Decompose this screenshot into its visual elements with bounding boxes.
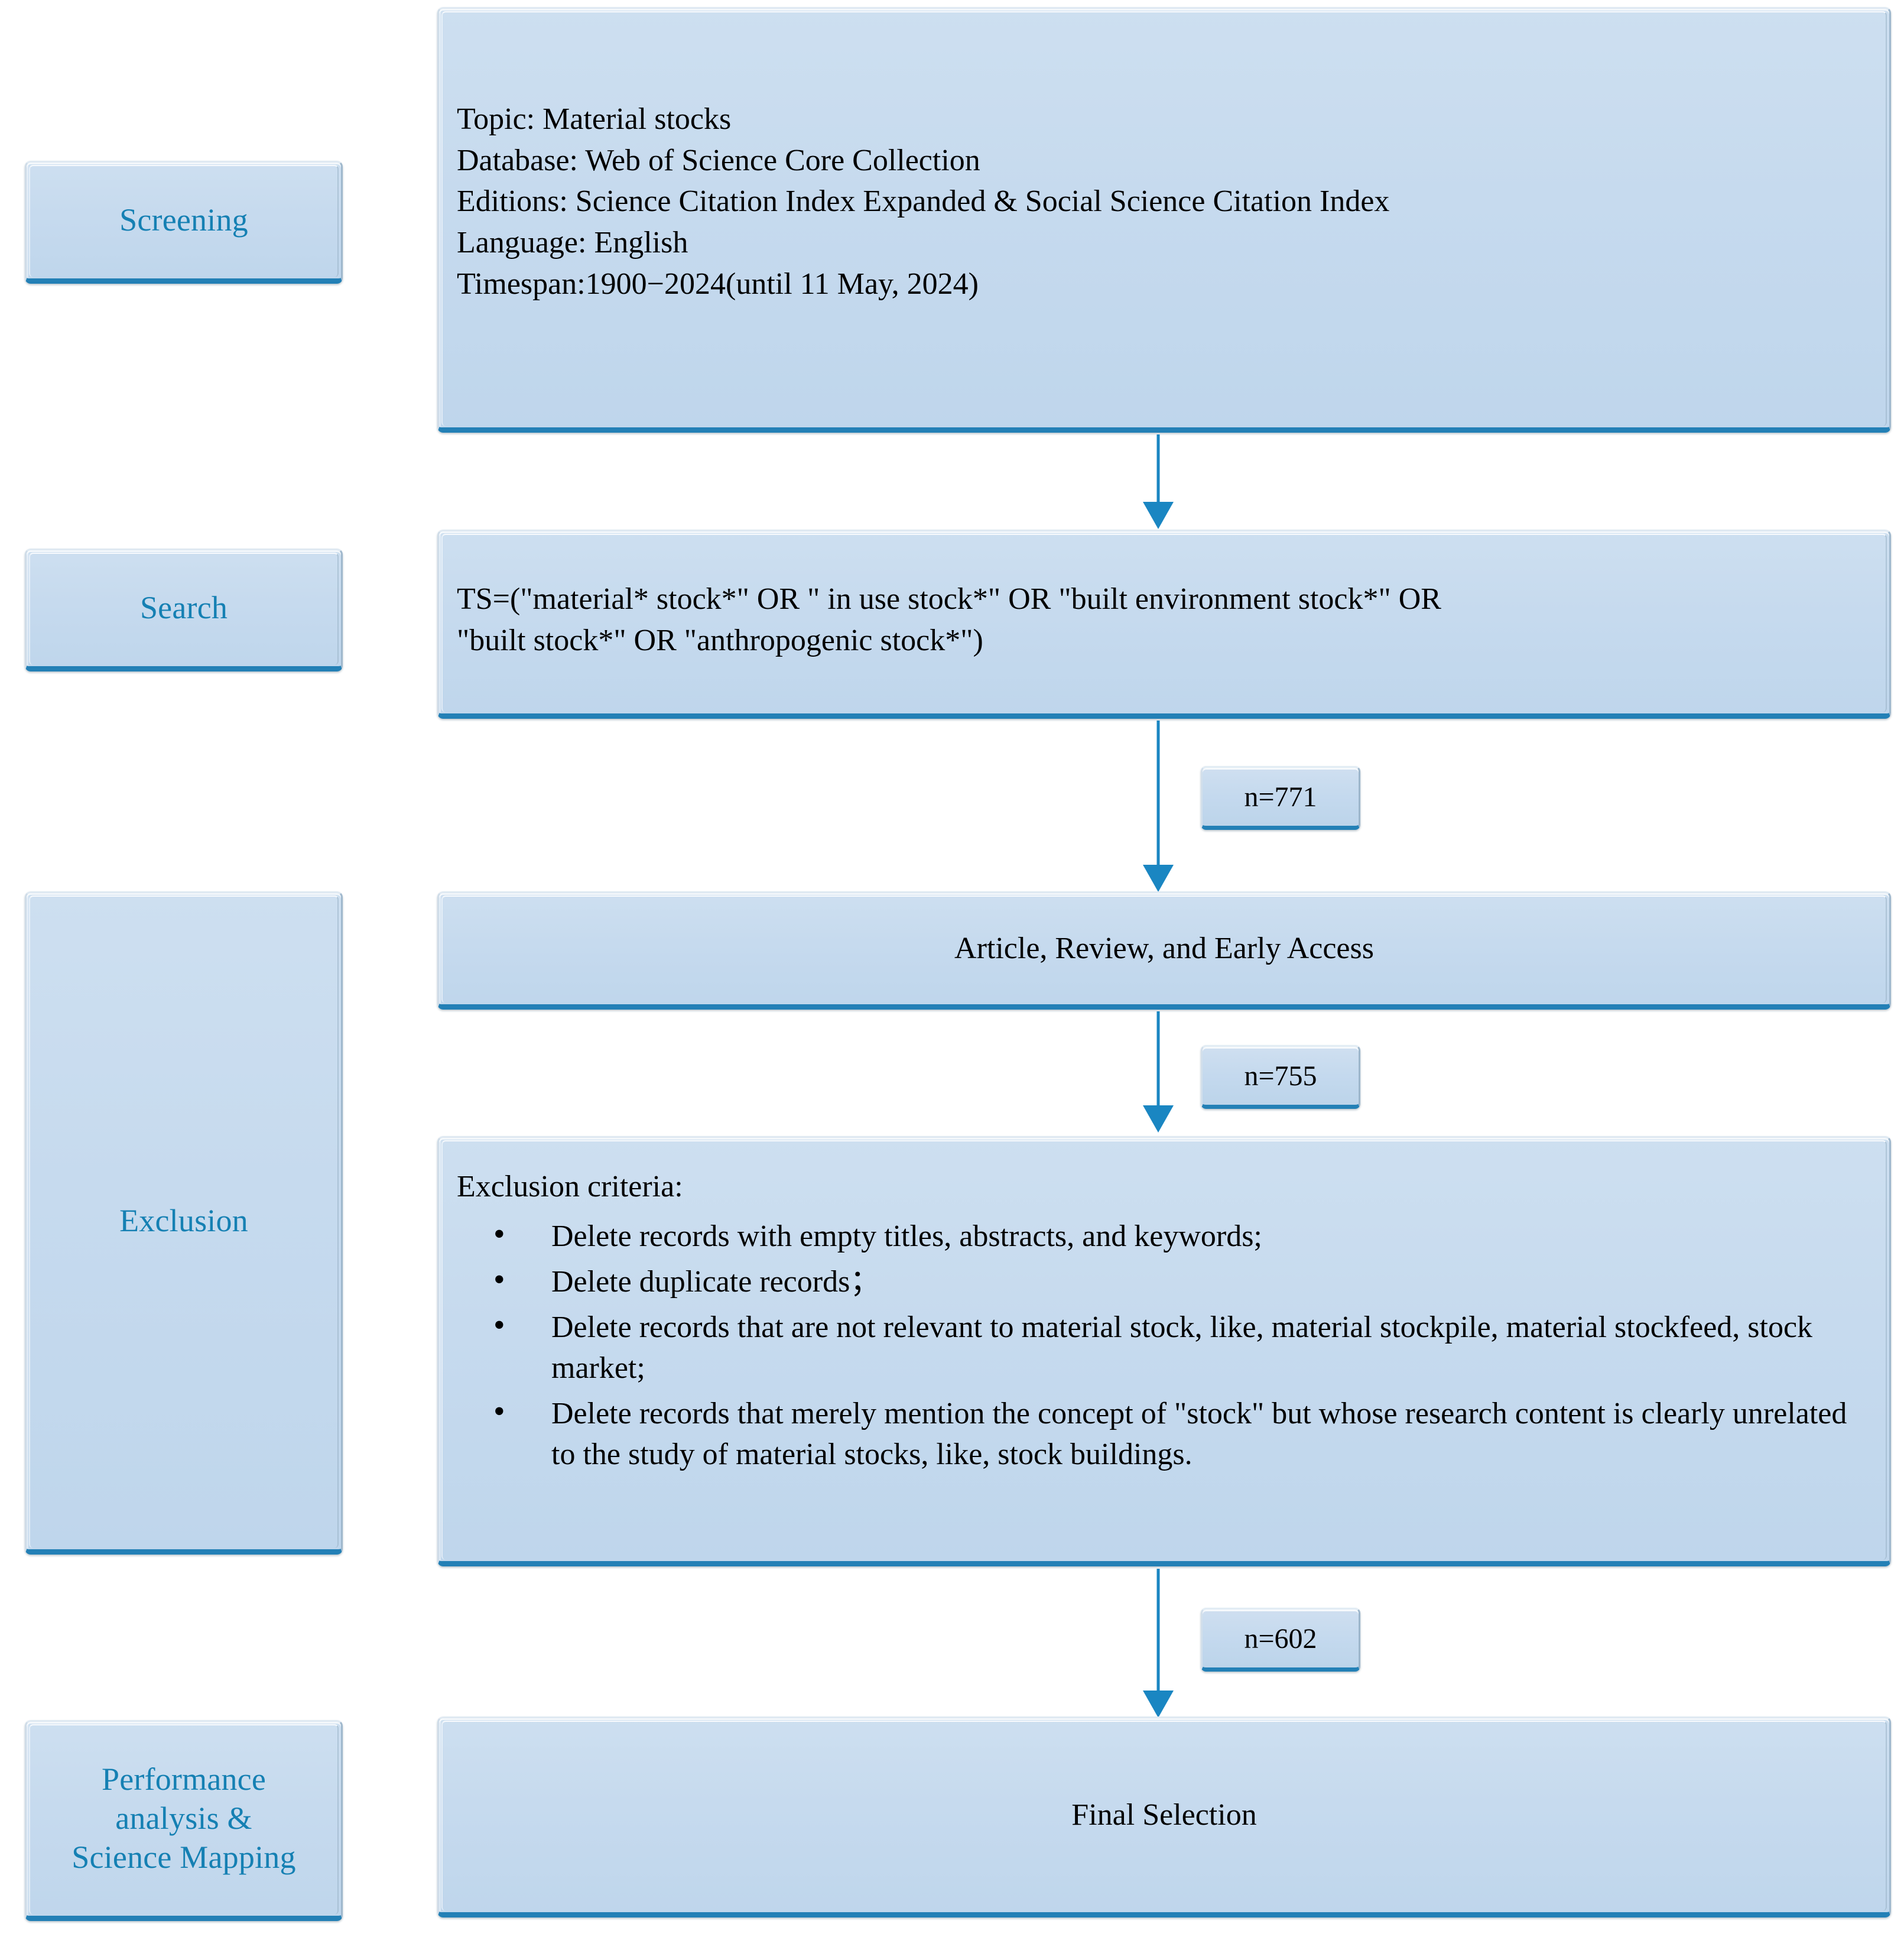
search-query-text: TS=("material* stock*" OR " in use stock… <box>457 579 1875 661</box>
screening-criteria-text: Topic: Material stocks Database: Web of … <box>457 99 1875 304</box>
stage-box-search[interactable]: Search <box>25 549 343 671</box>
count-badge-755[interactable]: n=755 <box>1201 1045 1360 1109</box>
screening-line-database: Database: Web of Science Core Collection <box>457 143 980 177</box>
stage-label-performance-line1: Performance <box>101 1761 267 1798</box>
arrow-head-icon <box>1143 1105 1174 1133</box>
document-type-label: Article, Review, and Early Access <box>954 932 1374 966</box>
screening-line-language: Language: English <box>457 226 688 260</box>
connector-doctype-to-exclusion <box>1141 1011 1176 1133</box>
stage-label-performance-line3: Science Mapping <box>72 1839 296 1875</box>
list-item: Delete duplicate records； <box>457 1258 1875 1302</box>
count-label-771: n=771 <box>1244 781 1317 813</box>
stage-label-exclusion: Exclusion <box>119 1203 248 1239</box>
arrow-head-icon <box>1143 865 1174 892</box>
count-label-755: n=755 <box>1244 1060 1317 1092</box>
search-query-line1: TS=("material* stock*" OR " in use stock… <box>457 582 1441 616</box>
screening-line-editions: Editions: Science Citation Index Expande… <box>457 184 1390 219</box>
exclusion-criteria-list: Delete records with empty titles, abstra… <box>457 1212 1875 1475</box>
final-selection-box[interactable]: Final Selection <box>437 1717 1891 1917</box>
exclusion-criteria-box[interactable]: Exclusion criteria: Delete records with … <box>437 1136 1891 1566</box>
connector-search-to-doctype <box>1141 721 1176 892</box>
screening-criteria-box[interactable]: Topic: Material stocks Database: Web of … <box>437 7 1891 433</box>
connector-shaft <box>1156 434 1160 502</box>
screening-line-topic: Topic: Material stocks <box>457 102 732 136</box>
stage-box-performance[interactable]: Performance analysis & Science Mapping <box>25 1720 343 1921</box>
count-label-602: n=602 <box>1244 1623 1317 1654</box>
list-item: Delete records that merely mention the c… <box>457 1390 1875 1475</box>
connector-shaft <box>1156 721 1160 865</box>
document-type-box[interactable]: Article, Review, and Early Access <box>437 891 1891 1010</box>
connector-screening-to-search <box>1141 434 1176 529</box>
exclusion-criteria-content: Exclusion criteria: Delete records with … <box>457 1166 1875 1480</box>
search-query-line2: "built stock*" OR "anthropogenic stock*"… <box>457 623 983 657</box>
stage-label-search: Search <box>139 590 228 626</box>
list-item: Delete records that are not relevant to … <box>457 1303 1875 1388</box>
stage-box-screening[interactable]: Screening <box>25 161 343 284</box>
arrow-head-icon <box>1143 502 1174 529</box>
count-badge-771[interactable]: n=771 <box>1201 766 1360 830</box>
stage-label-screening: Screening <box>119 202 248 238</box>
search-query-box[interactable]: TS=("material* stock*" OR " in use stock… <box>437 530 1891 719</box>
stage-label-performance-line2: analysis & <box>115 1800 252 1837</box>
arrow-head-icon <box>1143 1691 1174 1718</box>
connector-shaft <box>1156 1011 1160 1105</box>
final-selection-label: Final Selection <box>1071 1798 1257 1832</box>
screening-line-timespan: Timespan:1900−2024(until 11 May, 2024) <box>457 267 979 301</box>
connector-shaft <box>1156 1569 1160 1691</box>
list-item: Delete records with empty titles, abstra… <box>457 1212 1875 1257</box>
stage-label-performance: Performance analysis & Science Mapping <box>72 1760 295 1877</box>
stage-box-exclusion[interactable]: Exclusion <box>25 891 343 1555</box>
exclusion-criteria-heading: Exclusion criteria: <box>457 1170 683 1203</box>
connector-exclusion-to-final <box>1141 1569 1176 1718</box>
count-badge-602[interactable]: n=602 <box>1201 1608 1360 1672</box>
